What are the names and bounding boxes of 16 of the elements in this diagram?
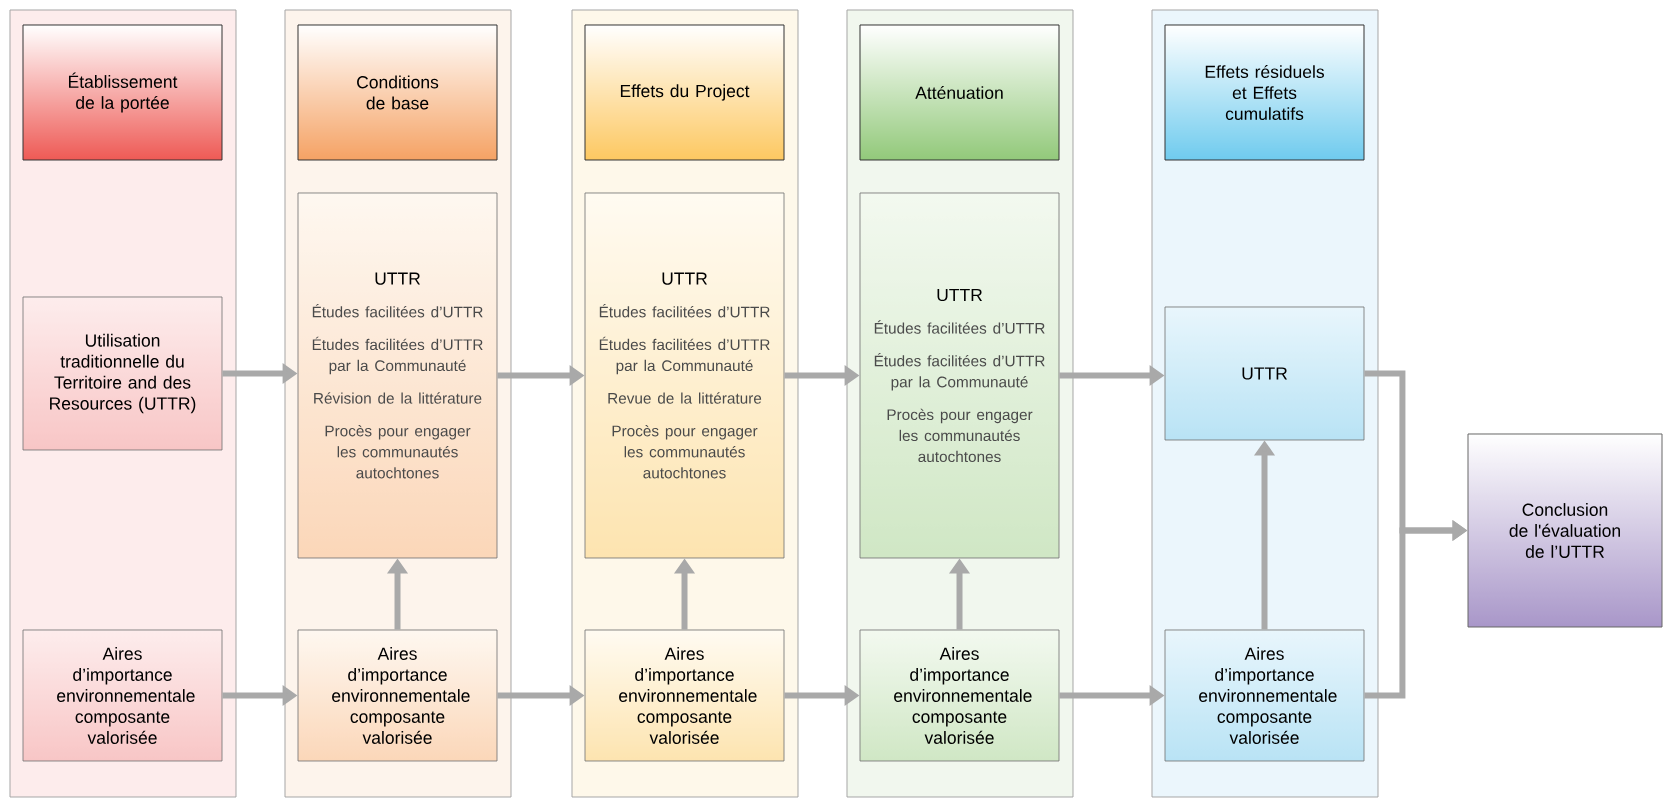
stage-header-box: Atténuation (859, 24, 1060, 161)
stage-header-box: Effets du Project (584, 24, 785, 161)
stage-header-box: Effets résiduels et Effets cumulatifs (1164, 24, 1365, 161)
process-box: Aires d’importance environnementale composante valorisée (22, 629, 223, 762)
process-box: Aires d’importance environnementale composante valorisée (297, 629, 498, 762)
process-box: UTTR Études facilitées d’UTTR Études facilitées d’UTTR par la Communauté Revue de la littérature Procès pour engager les communautés autochtones (584, 192, 785, 559)
process-box: UTTR Études facilitées d’UTTR Études facilitées d’UTTR par la Communauté Révision de la littérature Procès pour engager les communautés autochtones (297, 192, 498, 559)
process-box: Utilisation traditionnelle du Territoire and des Resources (UTTR) (22, 296, 223, 451)
stage-header-box: Établissement de la portée (22, 24, 223, 161)
process-box: Aires d’importance environnementale composante valorisée (859, 629, 1060, 762)
stage-header-box: Conditions de base (297, 24, 498, 161)
process-box: UTTR (1164, 306, 1365, 441)
conclusion-box: Conclusion de l'évaluation de l’UTTR (1467, 433, 1663, 628)
process-box: Aires d’importance environnementale composante valorisée (1164, 629, 1365, 762)
process-box: UTTR Études facilitées d’UTTR Études facilitées d’UTTR par la Communauté Procès pour engager les communautés autochtones (859, 192, 1060, 559)
process-box: Aires d’importance environnementale composante valorisée (584, 629, 785, 762)
